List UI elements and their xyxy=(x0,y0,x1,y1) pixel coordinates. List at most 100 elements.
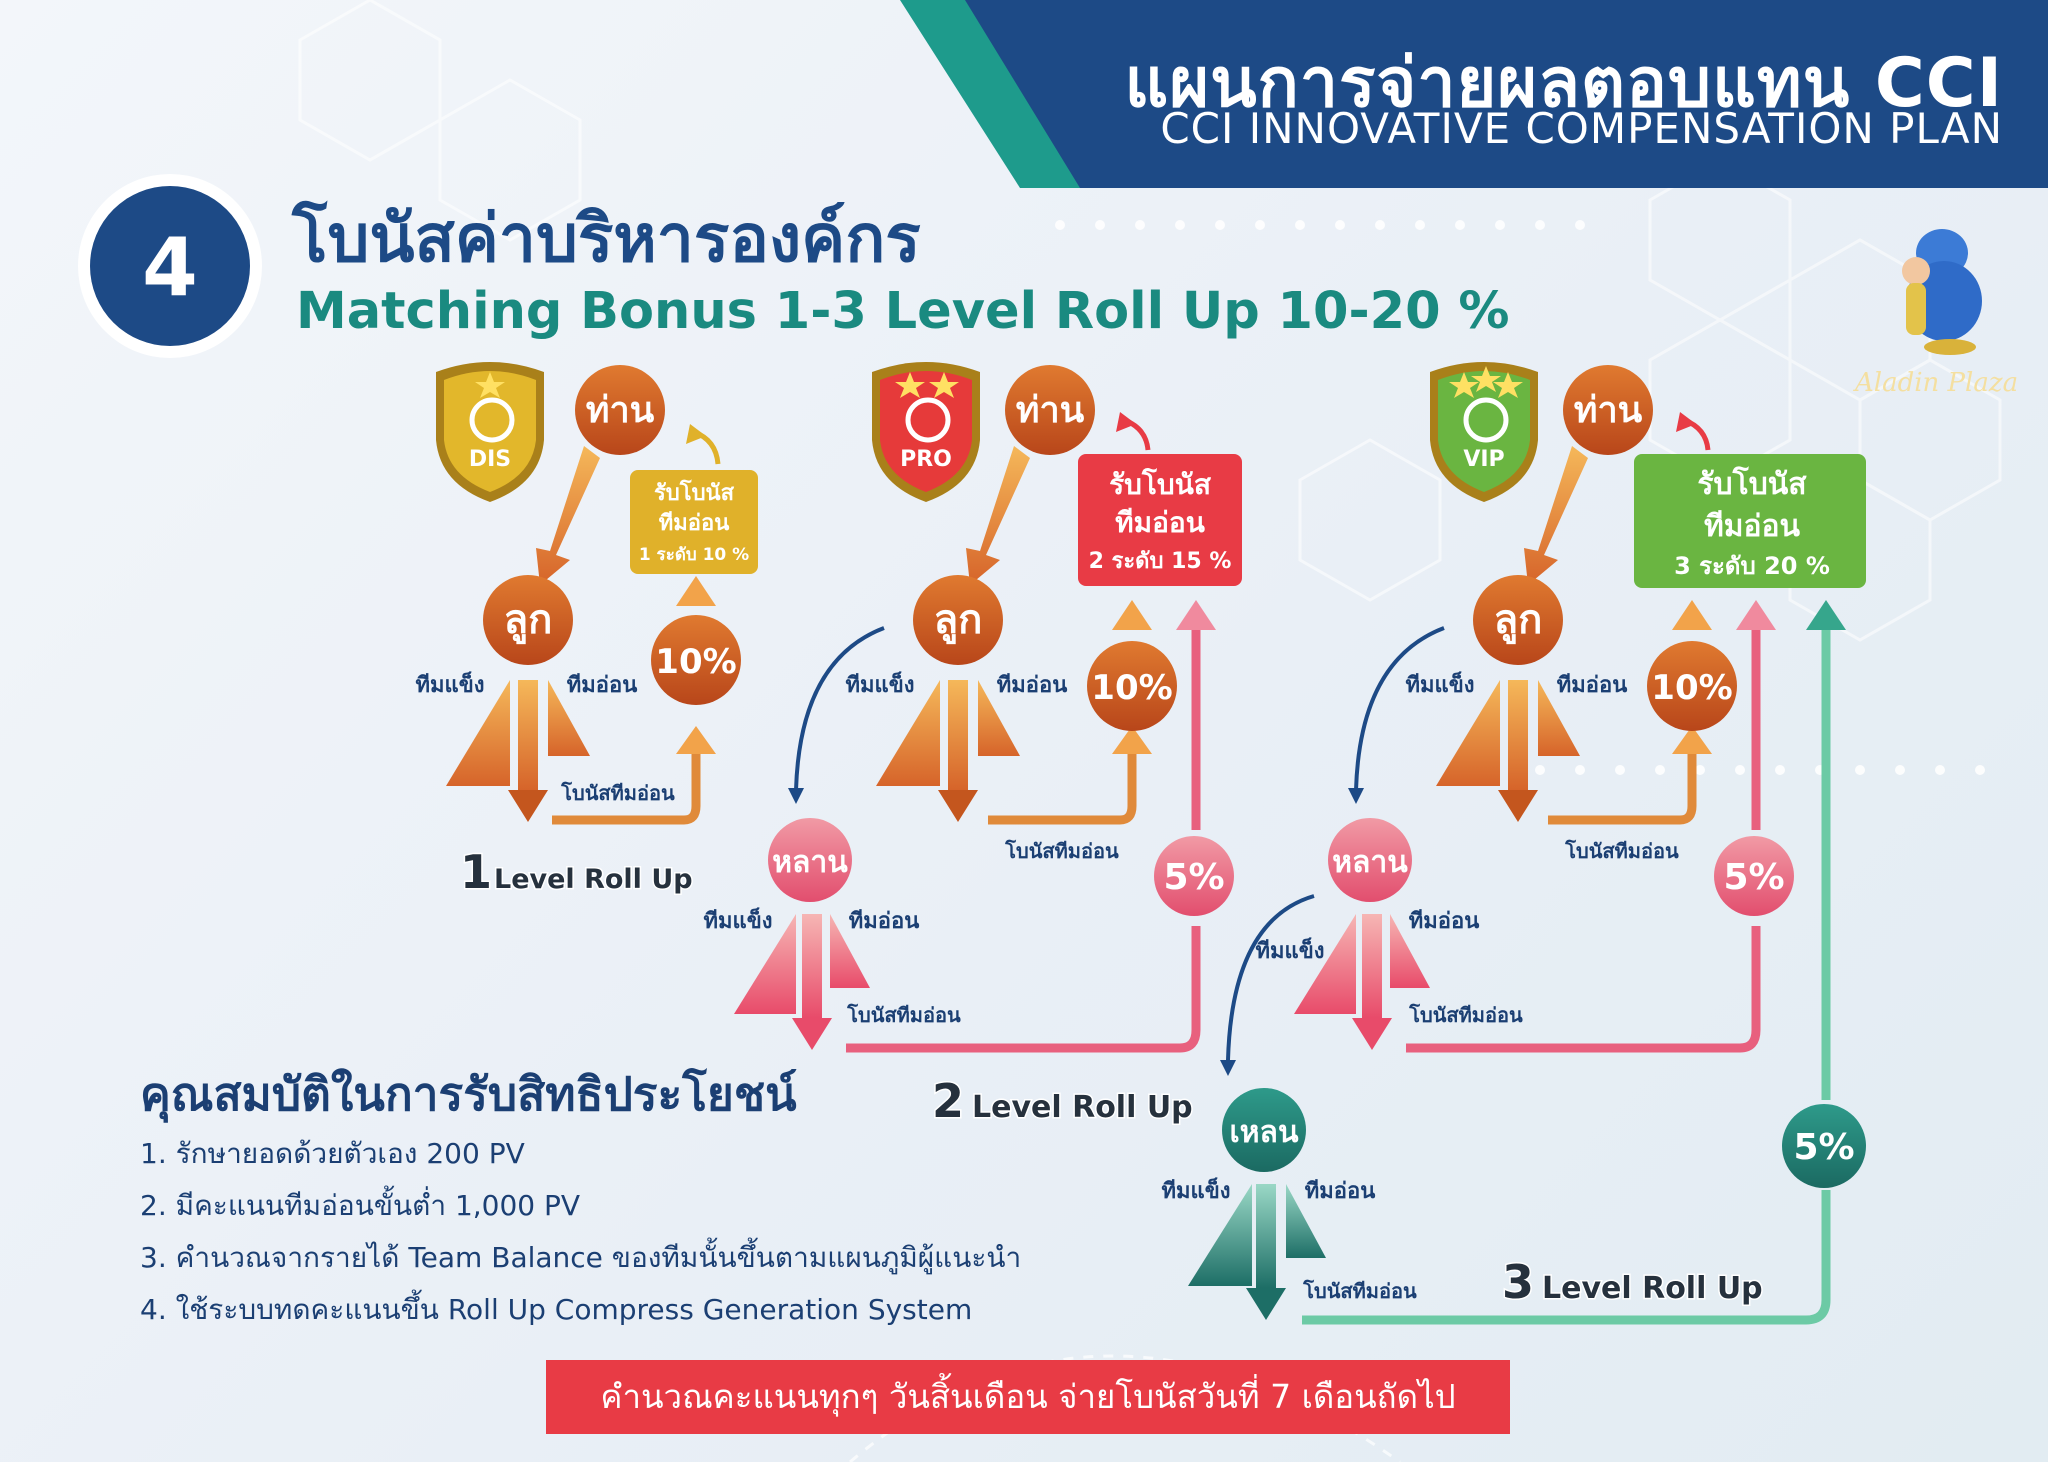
plan-vip-panel: VIP ท่าน ลูก ทีมแข็ง ทีมอ่อน โบนัสทีมอ่อ… xyxy=(1162,362,1866,1325)
roll-up-1-num: 1 xyxy=(460,845,492,899)
weak-team-bonus-label: โบนัสทีมอ่อน xyxy=(1302,1279,1417,1303)
pct5-label: 5% xyxy=(1163,857,1224,898)
svg-text:ทีมอ่อน: ทีมอ่อน xyxy=(1115,506,1205,539)
strong-team-label: ทีมแข็ง xyxy=(1406,670,1475,698)
pct5-node xyxy=(1782,1104,1866,1188)
pct5-label: 5% xyxy=(1723,857,1784,898)
arrow-you-to-child xyxy=(536,446,600,585)
weak-team-bonus-label: โบนัสทีมอ่อน xyxy=(1564,839,1679,863)
strong-team-label: ทีมแข็ง xyxy=(1162,1176,1231,1204)
svg-text:ทีมอ่อน: ทีมอ่อน xyxy=(659,511,729,536)
child-label: ลูก xyxy=(934,597,983,644)
pct10-label: 10% xyxy=(1651,668,1732,708)
bonus-flow-line xyxy=(552,752,701,825)
you-label: ท่าน xyxy=(1574,390,1643,431)
header-navy-band xyxy=(965,0,2048,188)
pct10-node xyxy=(1647,641,1737,731)
section-subtitle: Matching Bonus 1-3 Level Roll Up 10-20 % xyxy=(296,282,1510,341)
bonus-flow-line xyxy=(988,752,1137,825)
plan-pro-panel: PRO ท่าน ลูก ทีมแข็ง ทีมอ่อน โบนัสทีมอ่อ… xyxy=(704,362,1242,1130)
pct5-node xyxy=(1154,836,1234,916)
header-title-th: แผนการจ่ายผลตอบแทน CCI xyxy=(1124,44,2003,123)
weak-team-bonus-label: โบนัสทีมอ่อน xyxy=(560,781,675,805)
weak-team-label: ทีมอ่อน xyxy=(1409,909,1479,934)
arrow-you-to-child xyxy=(1524,446,1588,585)
svg-text:2 ระดับ 15 %: 2 ระดับ 15 % xyxy=(1089,549,1232,574)
weak-team-triangle xyxy=(978,680,1020,756)
grandchild-node xyxy=(1328,818,1412,902)
badge-pro-shield xyxy=(872,362,980,502)
arrow-you-to-child xyxy=(966,446,1030,585)
strong-team-label: ทีมแข็ง xyxy=(1256,936,1325,964)
badge-dis-label: DIS xyxy=(469,447,511,472)
you-label: ท่าน xyxy=(1016,390,1085,431)
you-label: ท่าน xyxy=(586,390,655,431)
bonus-flow-line-2 xyxy=(846,926,1201,1053)
section-number-badge xyxy=(90,186,250,346)
pct10-label: 10% xyxy=(1091,668,1172,708)
qualification-item: 2. มีคะแนนทีมอ่อนขั้นต่ำ 1,000 PV xyxy=(140,1189,581,1222)
strong-team-triangle xyxy=(876,680,940,786)
plan-dis-panel: DIS ท่าน ลูก ทีมแข็ง ทีมอ่อน โบนัสทีมอ่อ… xyxy=(416,362,758,901)
you-node xyxy=(1563,365,1653,455)
header-teal-stripe xyxy=(900,0,1100,188)
svg-text:รับโบนัส: รับโบนัส xyxy=(654,479,735,506)
great-grandchild-label: เหลน xyxy=(1230,1115,1299,1150)
receive-box-dis xyxy=(630,470,758,574)
pct5-label: 5% xyxy=(1793,1127,1854,1168)
child-node xyxy=(1473,575,1563,665)
curve-to-grandchild xyxy=(794,626,885,791)
arrow-down-child xyxy=(508,790,548,822)
strong-team-label: ทีมแข็ง xyxy=(416,670,485,698)
weak-team-bonus-label: โบนัสทีมอ่อน xyxy=(846,1003,961,1027)
bonus-flow-line-3 xyxy=(1302,1190,1831,1325)
pct10-node xyxy=(651,615,741,705)
child-node xyxy=(483,575,573,665)
svg-text:3 ระดับ 20 %: 3 ระดับ 20 % xyxy=(1674,552,1830,580)
grandchild-node xyxy=(768,818,852,902)
you-node xyxy=(1005,365,1095,455)
section-title: โบนัสค่าบริหารองค์กร xyxy=(292,200,921,277)
star-icon xyxy=(1493,372,1523,398)
roll-up-2-num: 2 xyxy=(932,1074,964,1128)
badge-pro-label: PRO xyxy=(900,447,952,472)
svg-text:1 ระดับ 10 %: 1 ระดับ 10 % xyxy=(639,545,749,565)
footer-banner: คำนวณคะแนนทุกๆ วันสิ้นเดือน จ่ายโบนัสวัน… xyxy=(546,1360,1510,1434)
star-icon xyxy=(929,372,959,398)
child-node xyxy=(913,575,1003,665)
weak-team-bonus-label: โบนัสทีมอ่อน xyxy=(1408,1003,1523,1027)
receive-box-pro xyxy=(1078,454,1242,586)
star-icon xyxy=(475,372,505,398)
child-label: ลูก xyxy=(1494,597,1543,644)
roll-up-3-text: Level Roll Up xyxy=(1542,1271,1763,1306)
svg-text:ทีมอ่อน: ทีมอ่อน xyxy=(1704,509,1801,544)
pct10-label: 10% xyxy=(655,642,736,682)
grandchild-label: หลาน xyxy=(1332,845,1408,880)
receive-box-vip xyxy=(1634,454,1866,588)
weak-team-label: ทีมอ่อน xyxy=(849,909,919,934)
logo-text: Aladin Plaza xyxy=(1855,368,2019,398)
badge-vip-shield xyxy=(1430,362,1538,502)
qualifications-title: คุณสมบัติในการรับสิทธิประโยชน์ xyxy=(140,1067,797,1121)
weak-team-label: ทีมอ่อน xyxy=(567,673,637,698)
qualification-item: 4. ใช้ระบบทดคะแนนขึ้น Roll Up Compress G… xyxy=(140,1293,973,1326)
svg-text:รับโบนัส: รับโบนัส xyxy=(1109,467,1212,501)
roll-up-2-text: Level Roll Up xyxy=(972,1090,1193,1125)
qualification-item: 3. คำนวณจากรายได้ Team Balance ของทีมนั้… xyxy=(140,1241,1022,1274)
roll-up-3-num: 3 xyxy=(1502,1255,1534,1309)
star-icon xyxy=(1449,372,1479,398)
strong-team-label: ทีมแข็ง xyxy=(846,670,915,698)
weak-team-label: ทีมอ่อน xyxy=(1557,673,1627,698)
weak-team-label: ทีมอ่อน xyxy=(1305,1179,1375,1204)
pct5-node xyxy=(1714,836,1794,916)
star-icon xyxy=(895,372,925,398)
pct10-node xyxy=(1087,641,1177,731)
star-icon xyxy=(1471,366,1501,392)
strong-team-triangle xyxy=(446,680,510,786)
svg-text:รับโบนัส: รับโบนัส xyxy=(1697,465,1807,502)
qualification-item: 1. รักษายอดด้วยตัวเอง 200 PV xyxy=(140,1137,525,1170)
great-grandchild-node xyxy=(1222,1088,1306,1172)
weak-team-bonus-label: โบนัสทีมอ่อน xyxy=(1004,839,1119,863)
